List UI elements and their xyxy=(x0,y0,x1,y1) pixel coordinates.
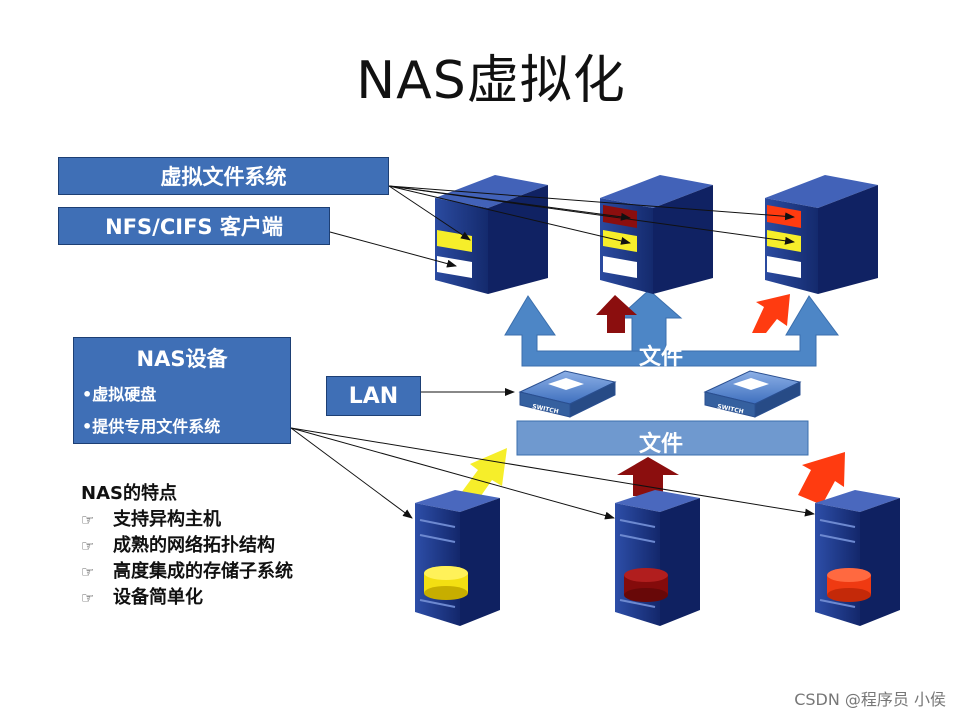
pointing-hand-icon: ☞ xyxy=(81,563,95,581)
switch-right: SWITCH xyxy=(703,370,802,418)
file-bar-bottom xyxy=(516,420,809,456)
virtual-file-system-box: 虚拟文件系统 xyxy=(58,157,389,195)
lan-box: LAN xyxy=(326,376,421,416)
pointing-hand-icon: ☞ xyxy=(81,589,95,607)
bottom-server-1 xyxy=(415,490,500,626)
nas-device-box: NAS设备 •虚拟硬盘 •提供专用文件系统 xyxy=(73,337,291,444)
red-arrow-bottom xyxy=(798,452,845,505)
nfs-cifs-client-box: NFS/CIFS 客户端 xyxy=(58,207,330,245)
red-arrow-top xyxy=(752,294,790,333)
file-label-bottom: 文件 xyxy=(639,432,684,457)
connector-lines xyxy=(290,185,815,520)
features-title: NAS的特点 xyxy=(81,483,177,504)
feature-text: 高度集成的存储子系统 xyxy=(113,561,293,582)
nas-features: NAS的特点 ☞ 支持异构主机 ☞ 成熟的网络拓扑结构 ☞ 高度集成的存储子系统… xyxy=(81,481,293,611)
top-server-2 xyxy=(600,175,713,294)
file-label-top: 文件 xyxy=(639,345,684,370)
feature-item: ☞ 支持异构主机 xyxy=(81,507,293,533)
switch-left: SWITCH xyxy=(518,370,617,418)
feature-text: 成熟的网络拓扑结构 xyxy=(113,535,275,556)
bottom-server-2 xyxy=(615,490,700,626)
feature-item: ☞ 设备简单化 xyxy=(81,585,293,611)
nas-device-title: NAS设备 xyxy=(136,347,228,371)
file-flow-arrow-top xyxy=(504,295,839,367)
top-server-3 xyxy=(765,175,878,294)
dark-red-arrow-bottom xyxy=(617,457,679,496)
feature-text: 设备简单化 xyxy=(113,587,203,608)
nas-device-item: •虚拟硬盘 xyxy=(82,385,157,404)
pointing-hand-icon: ☞ xyxy=(81,511,95,529)
file-flow-arrow-top-mid xyxy=(616,289,683,352)
feature-item: ☞ 成熟的网络拓扑结构 xyxy=(81,533,293,559)
feature-item: ☞ 高度集成的存储子系统 xyxy=(81,559,293,585)
nas-device-item: •提供专用文件系统 xyxy=(82,417,221,436)
feature-text: 支持异构主机 xyxy=(113,509,221,530)
watermark: CSDN @程序员 小侯 xyxy=(794,690,946,709)
dark-red-arrow-top xyxy=(596,295,637,333)
top-server-1 xyxy=(435,175,548,294)
page-title: NAS虚拟化 xyxy=(356,51,626,111)
pointing-hand-icon: ☞ xyxy=(81,537,95,555)
bottom-server-3 xyxy=(815,490,900,626)
